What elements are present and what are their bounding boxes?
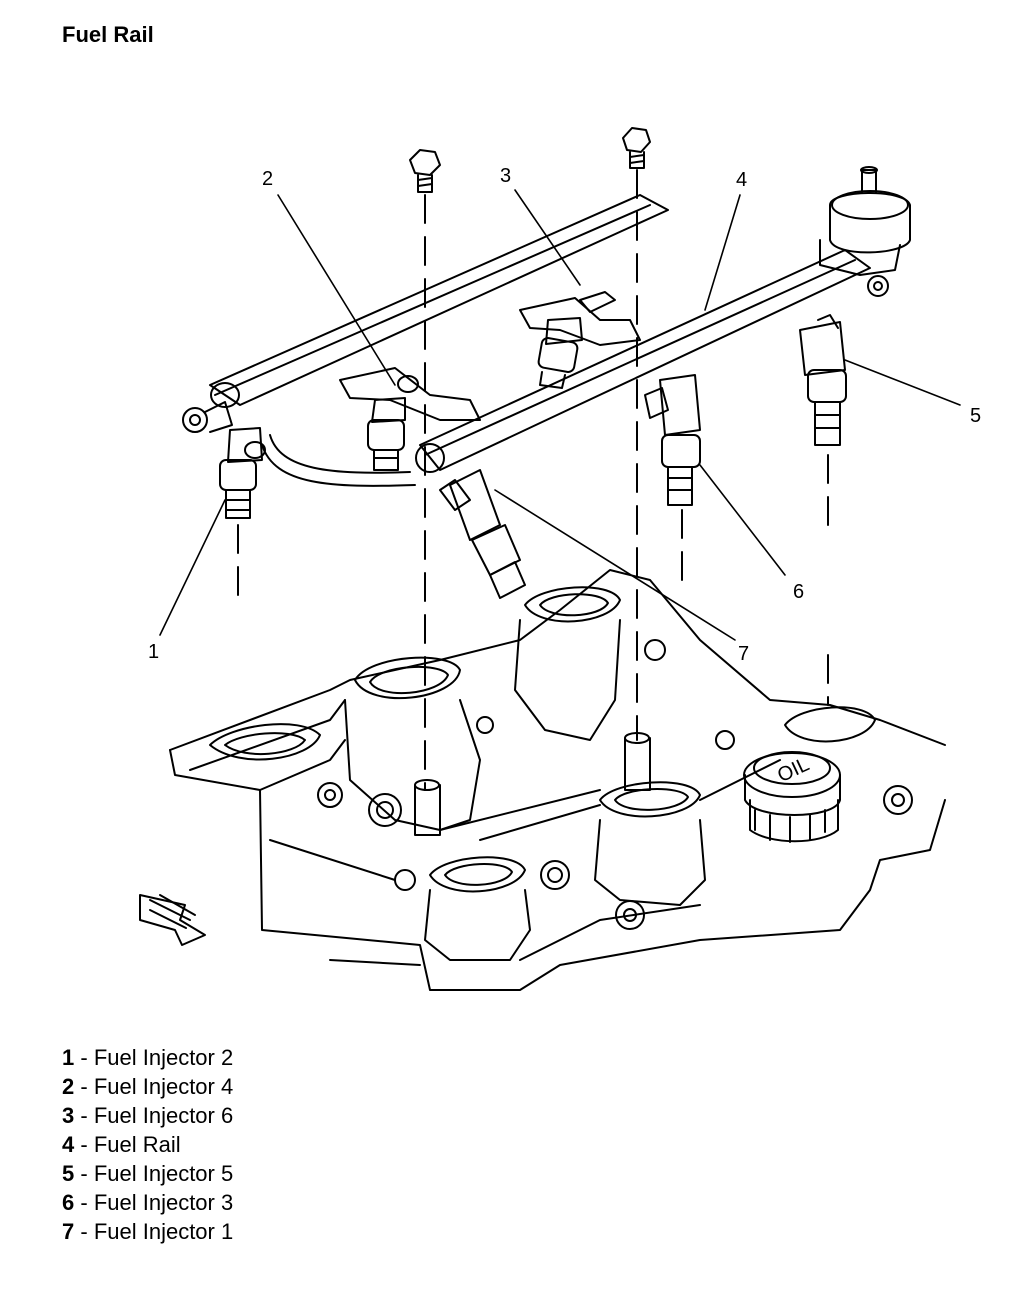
legend-separator: - [74, 1190, 94, 1215]
intake-port-rear-right [599, 781, 701, 818]
legend-separator: - [74, 1161, 94, 1186]
page-title: Fuel Rail [62, 22, 154, 47]
manifold-bolt-1 [317, 782, 343, 808]
fuel-injector-1 [439, 469, 526, 599]
callout-7: 7 [738, 643, 749, 665]
fuel-injector-5 [799, 314, 847, 446]
fuel-rail-front-tube [419, 249, 871, 471]
intake-manifold [169, 569, 946, 991]
oil-filler-cap [743, 751, 841, 843]
legend-number: 7 [62, 1219, 75, 1244]
legend-label: Fuel Injector 1 [93, 1219, 234, 1244]
fuel-pressure-regulator [819, 166, 911, 297]
injector-bore-front [414, 784, 441, 836]
leader-lines [159, 189, 961, 641]
callout-3: 3 [500, 165, 511, 187]
intake-port-center-right [524, 586, 621, 623]
legend-separator: - [74, 1103, 94, 1128]
legend-label: Fuel Injector 5 [93, 1161, 234, 1186]
intake-port-right [784, 706, 876, 743]
callout-5: 5 [970, 405, 981, 427]
manifold-bolt-7 [615, 900, 645, 930]
fuel-inlet-fitting [182, 401, 233, 433]
front-direction-arrow [139, 894, 206, 946]
callout-2: 2 [262, 168, 273, 190]
manifold-bolt-8 [883, 785, 913, 815]
legend-number: 6 [62, 1190, 75, 1215]
legend-label: Fuel Injector 6 [93, 1103, 234, 1128]
fuel-injector-2 [219, 427, 266, 519]
callout-6: 6 [793, 581, 804, 603]
manifold-bolt-4 [644, 639, 666, 661]
legend-item: 4 - Fuel Rail [62, 1130, 233, 1159]
legend-item: 5 - Fuel Injector 5 [62, 1159, 233, 1188]
legend-number: 4 [62, 1132, 75, 1157]
legend-number: 5 [62, 1161, 75, 1186]
fuel-rail-diagram: OIL 1 2 3 4 5 6 7 [139, 127, 981, 991]
legend-item: 7 - Fuel Injector 1 [62, 1217, 233, 1246]
manifold-bolt-5 [394, 869, 416, 891]
manifold-bolt-9 [368, 793, 402, 827]
fuel-injector-4 [367, 375, 419, 471]
manifold-bolt-2 [476, 716, 494, 734]
alignment-lines [237, 169, 829, 791]
legend-separator: - [74, 1074, 94, 1099]
legend-number: 3 [62, 1103, 75, 1128]
legend-label: Fuel Injector 3 [93, 1190, 234, 1215]
legend-item: 6 - Fuel Injector 3 [62, 1188, 233, 1217]
fuel-rail-crossover [261, 434, 416, 487]
legend-item: 3 - Fuel Injector 6 [62, 1101, 233, 1130]
rail-bolt-right [622, 127, 651, 169]
fuel-rail-rear-tube [209, 194, 669, 406]
legend-label: Fuel Rail [93, 1132, 181, 1157]
intake-port-front-center [429, 856, 526, 893]
legend-separator: - [74, 1219, 94, 1244]
rail-bolt-left [409, 149, 441, 193]
intake-port-center-left [354, 656, 461, 700]
callout-1: 1 [148, 641, 159, 663]
fuel-injector-6 [537, 291, 616, 389]
manifold-bolt-3 [715, 730, 735, 750]
legend-number: 1 [62, 1045, 75, 1070]
legend-item: 1 - Fuel Injector 2 [62, 1043, 233, 1072]
legend-label: Fuel Injector 4 [93, 1074, 234, 1099]
legend-separator: - [74, 1045, 94, 1070]
callout-4: 4 [736, 169, 747, 191]
intake-port-front-left [209, 723, 321, 761]
fuel-injector-3 [644, 374, 701, 506]
parts-legend: 1 - Fuel Injector 2 2 - Fuel Injector 4 … [62, 1043, 233, 1246]
fuel-rail [182, 166, 911, 487]
legend-number: 2 [62, 1074, 75, 1099]
injector-bore-rear [624, 737, 651, 791]
manifold-bolt-6 [540, 860, 570, 890]
legend-label: Fuel Injector 2 [93, 1045, 234, 1070]
legend-separator: - [74, 1132, 94, 1157]
legend-item: 2 - Fuel Injector 4 [62, 1072, 233, 1101]
